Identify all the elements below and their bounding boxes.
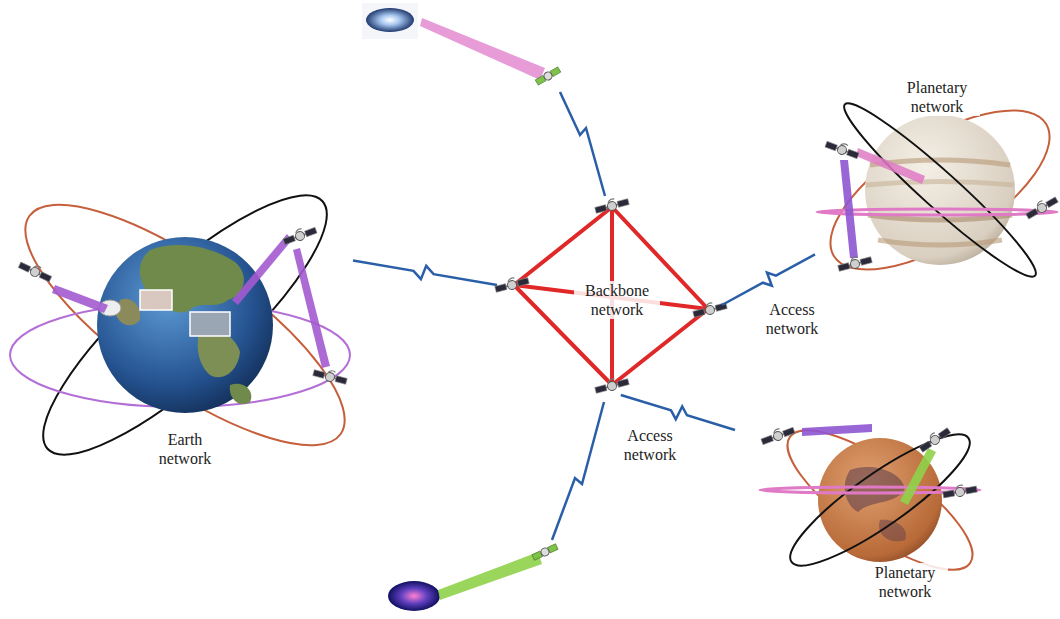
access-label: Access network [610, 426, 690, 464]
network-label: Backbone network [574, 281, 660, 319]
planetary-network: Planetary network [735, 385, 1035, 610]
link-connector [621, 395, 735, 430]
link-connector [722, 254, 815, 305]
link-connector [353, 261, 497, 286]
network-label: Planetary network [862, 563, 948, 601]
earth-network: Earth network [8, 160, 353, 495]
network-label: Earth network [145, 430, 225, 468]
access-label: Access network [752, 300, 832, 338]
backbone-network: Backbone network [497, 195, 722, 395]
planetary-network: Planetary network [815, 60, 1052, 330]
network-label: Planetary network [894, 78, 980, 116]
